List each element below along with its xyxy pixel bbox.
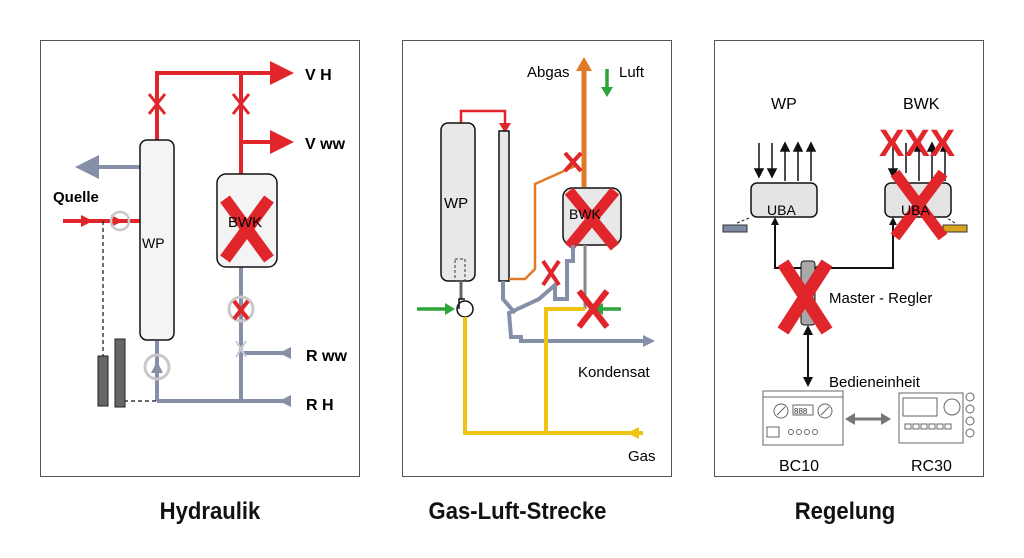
disabled-x-icon [890,169,948,241]
label-master-regler: Master - Regler [829,290,932,307]
label-luft: Luft [619,64,645,81]
valve-icon [231,93,251,115]
pump-icon [143,353,171,381]
label-abgas: Abgas [527,64,570,81]
label-bwk: BWK [903,96,940,113]
disabled-x-icon [232,299,250,321]
valve-icon [235,340,247,358]
label-rc30: RC30 [911,458,952,475]
caption-gas-luft-strecke: Gas-Luft-Strecke [428,498,607,525]
bc10-device [762,390,844,446]
return-lines [155,259,286,403]
hydraulik-panel: V H V ww Quelle WP BWK R ww R H [40,40,360,477]
label-gas: Gas [628,448,656,465]
pump-icon [227,295,255,323]
supply-line-vh [155,61,294,140]
label-bwk: BWK [228,214,262,231]
label-wp: WP [444,195,468,212]
label-bedieneinheit: Bedieneinheit [829,374,921,391]
label-wp: WP [142,235,165,251]
arrow-icon [279,395,291,407]
arrow-icon [81,215,93,227]
label-vh: V H [305,67,332,84]
valve-icon [147,93,167,115]
disabled-x-icon [576,289,610,329]
label-vww: V ww [305,136,346,153]
arrow-icon [279,347,291,359]
arrow-icon [111,215,123,227]
module-icon [942,224,968,233]
sensor-icon [97,355,109,407]
bc10-display: 888 [794,407,808,416]
sensor-icon [114,338,126,408]
label-kondensat: Kondensat [578,364,651,381]
wp-unit [139,139,175,341]
valves [147,93,251,115]
disabled-x-icon: XXX [879,123,956,165]
label-rh: R H [306,397,334,414]
tube-unit [498,130,510,282]
luft-arrow-icon [601,87,613,97]
disabled-x-icon [541,259,561,287]
disabled-x-icon [777,259,833,335]
uba-wp-box [750,182,818,218]
label-uba-bwk: UBA [901,202,930,218]
label-rww: R ww [306,348,347,365]
label-bwk: BWK [569,206,602,222]
module-icon [722,224,748,233]
label-wp: WP [771,96,797,113]
gas-luft-panel: Abgas Luft WP BWK Kondensat Gas [402,40,672,477]
wp-unit [440,122,476,282]
pump-icon [109,210,131,232]
disabled-x-icon [220,195,274,263]
disabled-x-icon [564,187,620,251]
label-uba-wp: UBA [767,202,796,218]
label-quelle: Quelle [53,189,99,206]
caption-hydraulik: Hydraulik [159,498,261,525]
regelung-panel: XXX 888 WP BWK UBA UBA Mast [714,40,984,477]
gas-luft-diagram: Abgas Luft WP BWK Kondensat Gas [417,57,656,465]
disabled-x-icon [563,151,583,173]
regelung-diagram: XXX 888 WP BWK UBA UBA Mast [722,96,975,475]
supply-lines [63,61,294,223]
rc30-device [898,392,975,444]
abgas-arrow-icon [576,57,592,71]
caption-regelung: Regelung [794,498,896,525]
label-bc10: BC10 [779,458,819,475]
hydraulik-diagram: V H V ww Quelle WP BWK R ww R H [53,61,347,414]
